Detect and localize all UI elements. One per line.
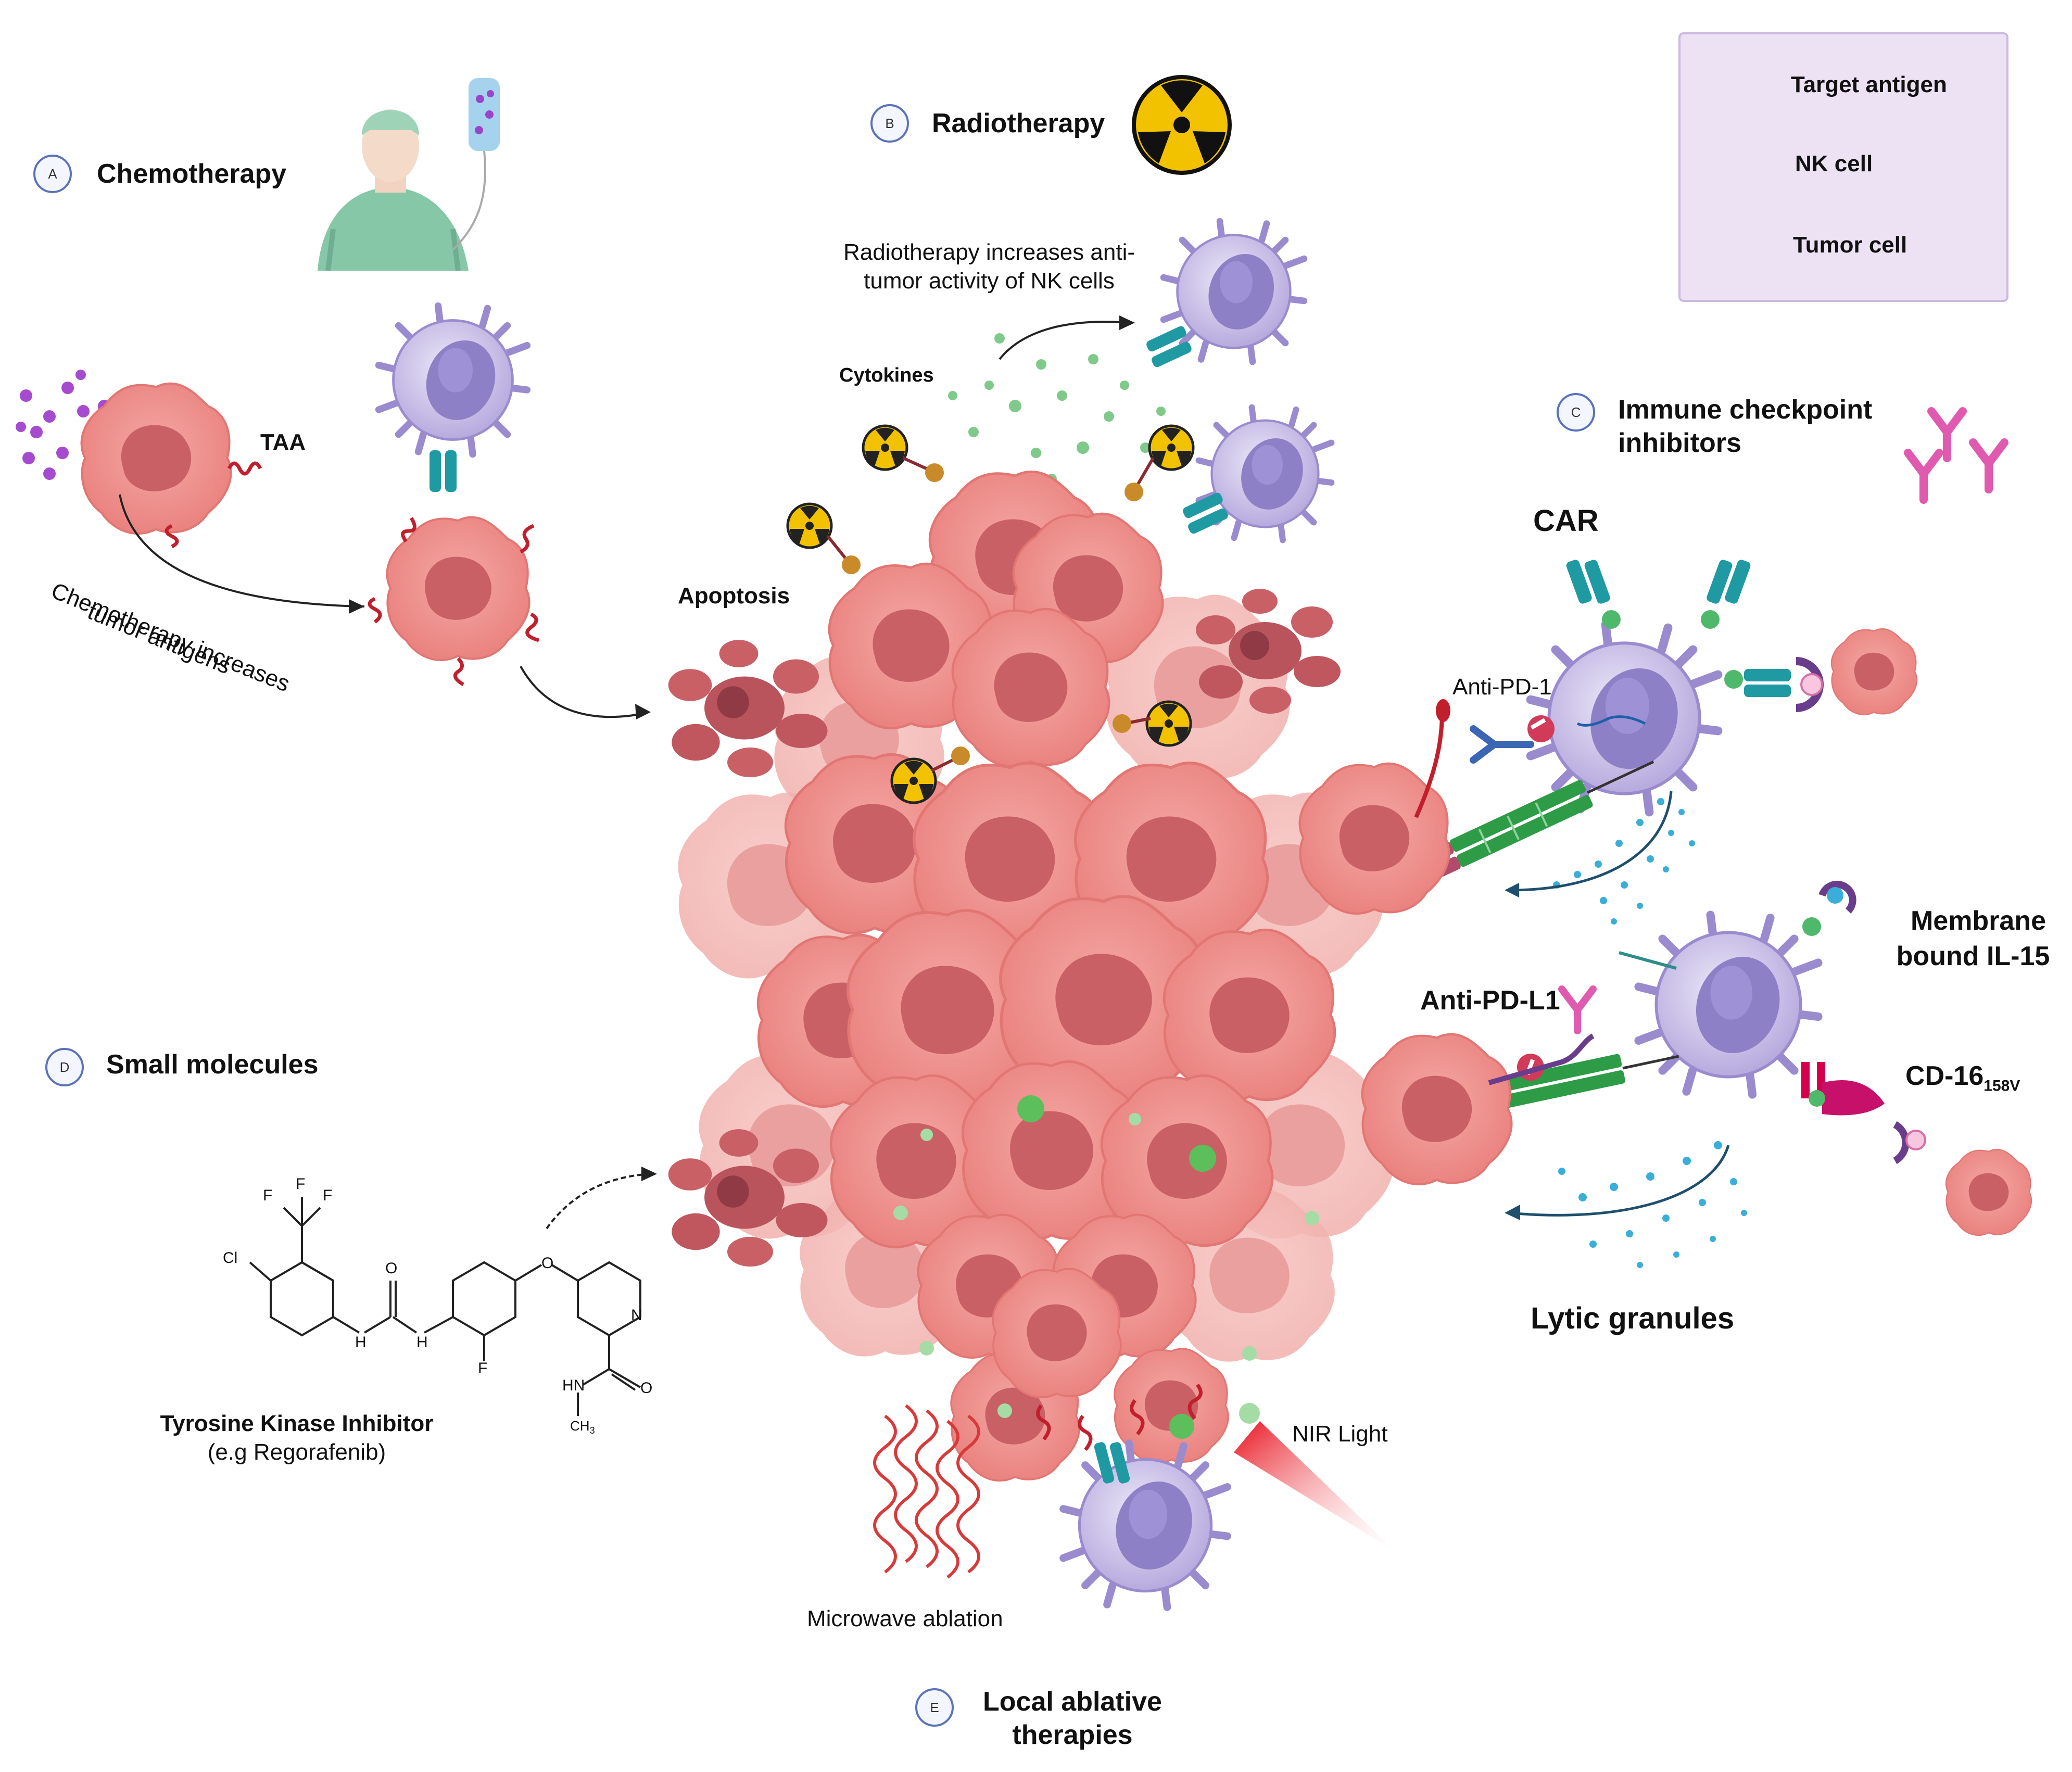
cd16-subscript: 158V: [1983, 1077, 2020, 1095]
microparticles: [893, 1095, 1319, 1439]
label-membrane-il15-line1: Membrane: [1910, 906, 2046, 936]
atom-f1: F: [263, 1187, 273, 1204]
atom-f3: F: [323, 1187, 333, 1204]
title-local-ablative-line2: therapies: [1012, 1720, 1133, 1750]
radiation-symbol: [1132, 75, 1232, 175]
atom-o3: O: [640, 1379, 653, 1397]
nir-light-beam: [1234, 1421, 1395, 1551]
label-apoptosis: Apoptosis: [678, 583, 790, 609]
patient-figure: [318, 109, 469, 271]
cd16-text: CD-16: [1905, 1061, 1984, 1091]
tumor-mass: [678, 472, 1394, 1482]
atom-ch3-text: CH: [570, 1418, 590, 1434]
badge-a: A: [33, 155, 72, 193]
label-tki-line1: Tyrosine Kinase Inhibitor: [160, 1411, 434, 1436]
label-car: CAR: [1533, 504, 1599, 538]
radio-note-line2: tumor activity of NK cells: [864, 268, 1115, 294]
atom-hn: HN: [562, 1377, 585, 1394]
badge-c: C: [1557, 393, 1595, 432]
microwave-waves: [873, 1404, 980, 1579]
lytic-granules-lower: [1558, 1141, 1747, 1268]
title-chemotherapy: Chemotherapy: [97, 159, 287, 189]
lytic-granules-upper: [1553, 798, 1695, 925]
label-membrane-il15-line2: bound IL-15: [1896, 941, 2050, 971]
regorafenib-structure: [249, 1197, 641, 1416]
atom-n1: H: [355, 1334, 367, 1351]
atom-f2: F: [296, 1175, 306, 1193]
iv-bag: [452, 78, 500, 251]
legend-label-tumor-cell: Tumor cell: [1793, 232, 1907, 258]
title-radiotherapy: Radiotherapy: [932, 108, 1105, 138]
atom-cl: Cl: [223, 1249, 238, 1267]
label-tki-line2: (e.g Regorafenib): [207, 1439, 386, 1465]
atom-n2: H: [416, 1334, 428, 1351]
title-local-ablative-line1: Local ablative: [983, 1687, 1162, 1717]
antibody-icons: [1904, 407, 2008, 504]
legend-label-target-antigen: Target antigen: [1791, 72, 1947, 97]
atom-n3: N: [631, 1307, 642, 1324]
title-checkpoint-line1: Immune checkpoint: [1618, 395, 1873, 425]
legend-box: [1678, 32, 2008, 302]
label-anti-pd1: Anti-PD-1: [1452, 674, 1552, 700]
label-microwave-ablation: Microwave ablation: [807, 1606, 1003, 1631]
label-lytic-granules: Lytic granules: [1531, 1301, 1735, 1335]
title-checkpoint-line2: inhibitors: [1618, 428, 1741, 458]
legend-label-nk-cell: NK cell: [1795, 151, 1873, 176]
label-taa: TAA: [260, 429, 306, 455]
atom-o2: O: [541, 1255, 554, 1272]
badge-b: B: [870, 104, 909, 143]
badge-d: D: [45, 1048, 84, 1086]
atom-f4: F: [478, 1360, 488, 1377]
cytokine-particles: [948, 333, 1166, 484]
label-cd16: CD-16158V: [1905, 1061, 2020, 1095]
atom-ch3: CH3: [570, 1418, 595, 1436]
atom-o1: O: [385, 1260, 398, 1277]
badge-e: E: [915, 1688, 954, 1727]
label-cytokines: Cytokines: [839, 364, 934, 386]
label-anti-pdl1: Anti-PD-L1: [1420, 985, 1560, 1016]
label-nir-light: NIR Light: [1292, 1421, 1388, 1447]
title-small-molecules: Small molecules: [106, 1049, 319, 1080]
radio-note-line1: Radiotherapy increases anti-: [843, 239, 1135, 265]
